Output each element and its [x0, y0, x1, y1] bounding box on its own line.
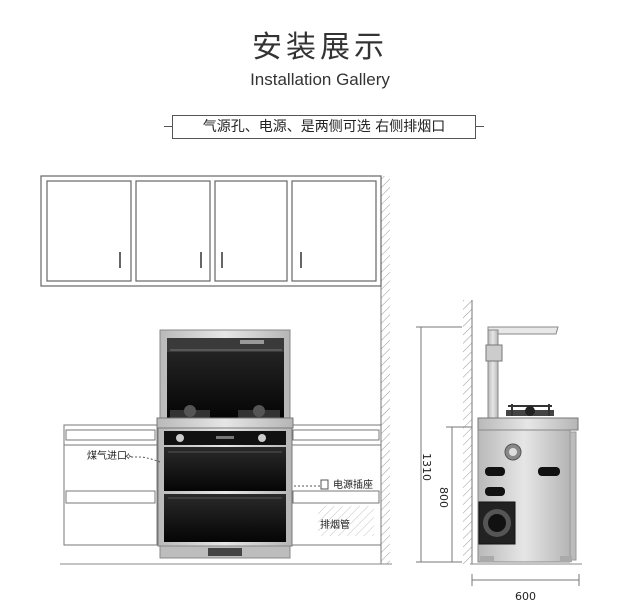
svg-text:⟡: ⟡ — [125, 451, 132, 462]
wall-front — [380, 176, 390, 564]
gas-inlet-label: 煤气进口 — [87, 449, 127, 462]
integrated-stove-side — [477, 326, 579, 563]
knob-left — [176, 434, 184, 442]
page-subtitle-en: Installation Gallery — [250, 70, 390, 89]
integrated-stove-front — [156, 329, 294, 559]
gas-inlet-callout: 煤气进口 ⟡ — [87, 449, 161, 463]
exhaust-pipe-area — [318, 506, 374, 536]
burner-right — [238, 405, 280, 418]
knob-right — [258, 434, 266, 442]
side-view: 1310 800 600 — [416, 300, 582, 603]
counter-height-value: 800 — [437, 487, 450, 508]
dimension-depth — [471, 574, 580, 586]
installation-note: 气源孔、电源、是两侧可选 右侧排烟口 — [164, 115, 484, 139]
power-socket-label: 电源插座 — [333, 478, 373, 491]
exhaust-pipe-label: 排烟管 — [320, 518, 350, 531]
left-base-cabinet — [63, 424, 158, 546]
dimension-total-height — [416, 326, 462, 563]
front-view: 煤气进口 ⟡ 电源插座 排烟管 — [40, 175, 392, 565]
upper-cabinets — [40, 175, 382, 287]
power-socket-callout: 电源插座 — [294, 478, 373, 491]
side-burner — [506, 404, 554, 416]
dimension-counter-height — [446, 426, 472, 562]
cabinet-door-lower — [164, 494, 286, 542]
depth-value: 600 — [515, 590, 536, 603]
wall-side — [463, 300, 473, 564]
page-title: 安装展示 — [252, 30, 388, 65]
cabinet-door-upper — [164, 447, 286, 491]
burner-left — [170, 405, 210, 418]
total-height-value: 1310 — [420, 453, 433, 481]
